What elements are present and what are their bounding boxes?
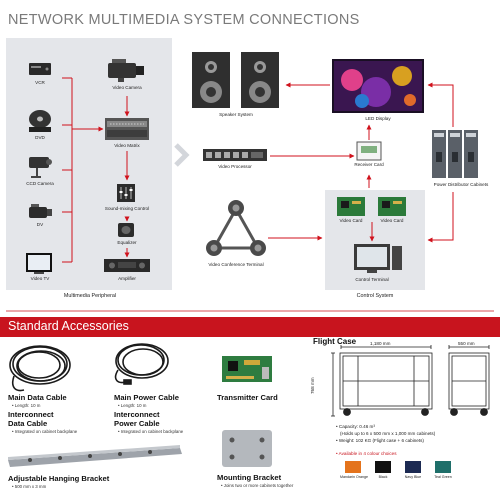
mounting-bracket-illustration [222, 430, 272, 467]
video-matrix-label: Video Matrix [104, 143, 150, 148]
data-cable-illustration [10, 346, 70, 390]
dvd-icon [29, 110, 51, 132]
swatch-black [375, 461, 391, 473]
video-tv-icon [26, 253, 52, 274]
power-cable-illustration [116, 344, 168, 384]
mounting-bracket-note: • Joins two or more cabinets together [221, 483, 293, 488]
data-cable-note: • Integrated on cabinet backplane [12, 429, 77, 434]
video-matrix-icon [105, 118, 149, 140]
conference-label: Video Conference Terminal [191, 262, 281, 267]
data-cable-name-2: Interconnect [8, 410, 54, 419]
swatch-label-black: Black [370, 475, 396, 479]
video-camera-label: Video Camera [104, 85, 150, 90]
sound-mixing-label: Sound-mixing Control [100, 206, 154, 211]
swatch-label-teal-green: Teal Green [430, 475, 456, 479]
flight-case-width: 1,180 mm [370, 341, 390, 346]
data-cable-name-3: Data Cable [8, 419, 47, 428]
ccd-camera-icon [29, 157, 52, 178]
video-camera-icon [108, 59, 144, 82]
video-card-1-icon [337, 197, 365, 216]
control-terminal-icon [354, 244, 402, 273]
power-distributor-icon [432, 130, 478, 178]
swatch-teal-green [435, 461, 451, 473]
transmitter-card-name: Transmitter Card [217, 393, 278, 402]
video-conference-icon [206, 200, 266, 256]
amplifier-label: Amplifier [104, 276, 150, 281]
hanging-bracket-size: • 500 mm x 3 mm [12, 484, 46, 489]
accessories-title: Standard Accessories [8, 319, 129, 333]
video-tv-label: Video TV [20, 276, 60, 281]
distributor-label: Power Distributor Cabinets [428, 182, 494, 187]
ccd-camera-label: CCD Camera [20, 181, 60, 186]
terminal-label: Control Terminal [347, 277, 397, 282]
peripheral-group-label: Multimedia Peripheral [40, 293, 140, 299]
dv-label: DV [25, 222, 55, 227]
swatch-mandarin-orange [345, 461, 361, 473]
processor-label: Video Processor [205, 164, 265, 169]
amplifier-icon [104, 259, 150, 272]
receiver-card-icon [357, 142, 381, 160]
flight-case-height: 768 mm [310, 377, 315, 394]
data-cable-length: • Length: 10 m [12, 403, 40, 408]
video-card-1-label: Video Card [331, 218, 371, 223]
equalizer-icon [118, 223, 134, 237]
power-cable-name-2: Interconnect [114, 410, 160, 419]
flight-case-weight: • Weight: 102 KG (Flight case + 6 cabine… [336, 438, 424, 443]
speaker-label: Speaker System [206, 112, 266, 117]
led-label: LED Display [348, 116, 408, 121]
flight-case-depth: 550 mm [458, 341, 475, 346]
swatch-label-mandarin-orange: Mandarin Orange [340, 475, 366, 479]
control-group-label: Control System [330, 293, 420, 299]
dv-camcorder-icon [29, 204, 52, 218]
transmitter-card-illustration [222, 356, 272, 382]
speaker-icon-right [241, 52, 279, 108]
hanging-bracket-illustration [8, 445, 182, 467]
speaker-icon-left [192, 52, 230, 108]
dvd-label: DVD [25, 135, 55, 140]
video-processor-icon [203, 149, 267, 161]
flight-case-holds: (Holds up to 6 x 500 mm x 1,000 mm cabin… [340, 431, 435, 436]
flight-case-side [449, 345, 489, 416]
swatch-navy-blue [405, 461, 421, 473]
swatch-label-navy-blue: Navy Blue [400, 475, 426, 479]
led-display-icon [332, 59, 424, 113]
power-cable-name-3: Power Cable [114, 419, 160, 428]
power-cable-note: • Integrated on cabinet backplane [118, 429, 183, 434]
hanging-bracket-name: Adjustable Hanging Bracket [8, 474, 109, 483]
data-cable-name: Main Data Cable [8, 393, 67, 402]
mounting-bracket-name: Mounting Bracket [217, 473, 281, 482]
flight-case-front [331, 345, 432, 416]
colour-swatches: Mandarin Orange Black Navy Blue Teal Gre… [340, 461, 490, 491]
video-card-2-icon [378, 197, 406, 216]
receiver-label: Receiver Card [339, 162, 399, 167]
power-cable-name: Main Power Cable [114, 393, 179, 402]
vcr-icon [29, 63, 51, 75]
video-card-2-label: Video Card [372, 218, 412, 223]
flight-case-title: Flight Case [313, 337, 356, 346]
flight-case-capacity: • Capacity: 0.46 m³ [336, 424, 375, 429]
flight-case-colours: • Available in 4 colour choices [336, 451, 397, 456]
vcr-label: VCR [25, 80, 55, 85]
power-cable-length: • Length: 10 m [118, 403, 146, 408]
equalizer-label: Equalizer [104, 240, 150, 245]
sound-mixer-icon [117, 184, 135, 202]
